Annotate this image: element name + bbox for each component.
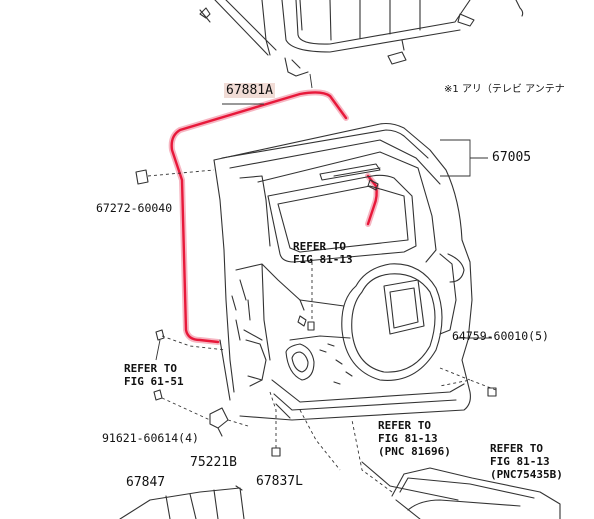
ref-line-2: FIG 81-13 — [490, 455, 550, 468]
ref-line-3: (PNC 81696) — [378, 445, 451, 458]
lower-garnish-drawing — [361, 461, 561, 519]
weatherstrip-highlight — [168, 89, 380, 345]
part-label-67837l[interactable]: 67837L — [256, 474, 303, 489]
ref-line-1: REFER TO — [378, 419, 431, 432]
ref-line-2: FIG 61-51 — [124, 375, 184, 388]
lower-trim-drawing — [119, 485, 245, 519]
part-label-64759-60010[interactable]: 64759-60010(5) — [452, 329, 549, 343]
part-label-91621-60614[interactable]: 91621-60614(4) — [102, 431, 199, 445]
part-label-67847[interactable]: 67847 — [126, 475, 166, 490]
part-label-67272-60040[interactable]: 67272-60040 — [96, 201, 173, 215]
note-marker: ※1 — [444, 84, 459, 95]
part-label-67005[interactable]: 67005 — [492, 150, 532, 165]
ref-fig-81-13-top[interactable]: REFER TO FIG 81-13 — [293, 240, 353, 266]
rear-glass-drawing — [199, 0, 524, 77]
ref-line-2: FIG 81-13 — [293, 253, 353, 266]
solid-leaders — [155, 73, 492, 361]
ref-line-1: REFER TO — [293, 240, 346, 253]
part-label-67881a[interactable]: 67881A — [224, 83, 275, 98]
note-text: アリ（テレビ アンテナ — [461, 84, 565, 95]
ref-fig-81-13-pnc75435b[interactable]: REFER TO FIG 81-13 (PNC75435B) — [490, 442, 563, 481]
ref-line-1: REFER TO — [124, 362, 177, 375]
ref-fig-61-51[interactable]: REFER TO FIG 61-51 — [124, 362, 184, 388]
ref-line-2: FIG 81-13 — [378, 432, 438, 445]
ref-fig-81-13-pnc-81696[interactable]: REFER TO FIG 81-13 (PNC 81696) — [378, 419, 451, 458]
note-annotation: ※1 アリ（テレビ アンテナ — [444, 80, 565, 95]
ref-line-3: (PNC75435B) — [490, 468, 563, 481]
part-number-67881a: 67881A — [224, 83, 275, 98]
leader-lines — [147, 169, 497, 493]
ref-line-1: REFER TO — [490, 442, 543, 455]
door-panel-drawing — [213, 122, 473, 421]
part-label-75221b[interactable]: 75221B — [190, 455, 237, 470]
fasteners-drawing — [135, 169, 497, 457]
